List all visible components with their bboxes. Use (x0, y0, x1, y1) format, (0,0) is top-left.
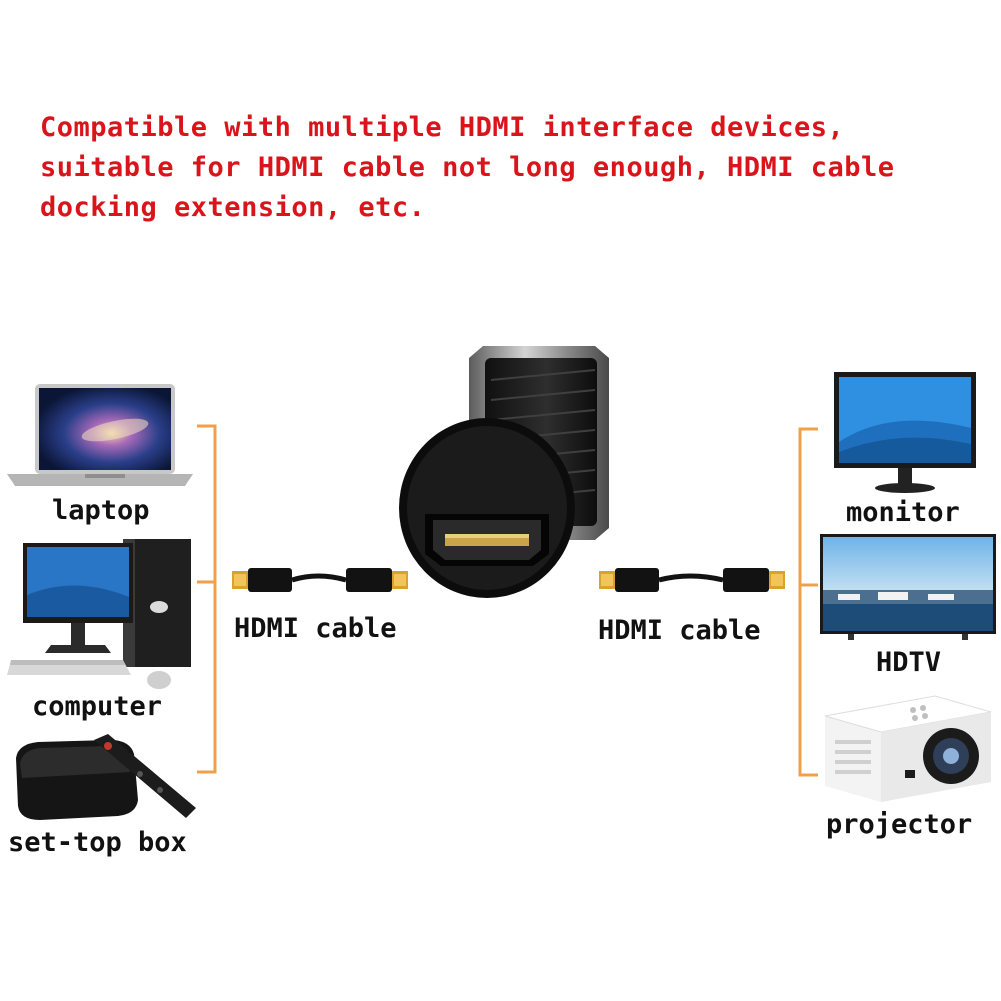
left-hdmi-cable-label: HDMI cable (234, 613, 397, 644)
projector-image (824, 695, 992, 802)
hdtv-label: HDTV (876, 647, 942, 678)
set-top-box-label: set-top box (8, 827, 187, 858)
hdtv-image (820, 534, 996, 640)
right-hdmi-cable-image (599, 568, 785, 592)
monitor-label: monitor (846, 497, 960, 528)
laptop-image (7, 384, 193, 486)
computer-label: computer (32, 691, 163, 722)
hdmi-panel-connector-image (399, 346, 609, 598)
projector-label: projector (826, 809, 973, 840)
headline-line-1: Compatible with multiple HDMI interface … (40, 112, 845, 143)
monitor-image (834, 372, 976, 493)
left-hdmi-cable-image (232, 568, 408, 592)
headline: Compatible with multiple HDMI interface … (40, 108, 990, 228)
laptop-label: laptop (52, 495, 150, 526)
set-top-box-image (16, 734, 196, 820)
headline-line-2: suitable for HDMI cable not long enough,… (40, 152, 895, 183)
right-bracket (798, 427, 818, 777)
left-bracket (197, 424, 217, 774)
right-hdmi-cable-label: HDMI cable (598, 615, 761, 646)
headline-line-3: docking extension, etc. (40, 192, 426, 223)
computer-image (7, 539, 191, 689)
